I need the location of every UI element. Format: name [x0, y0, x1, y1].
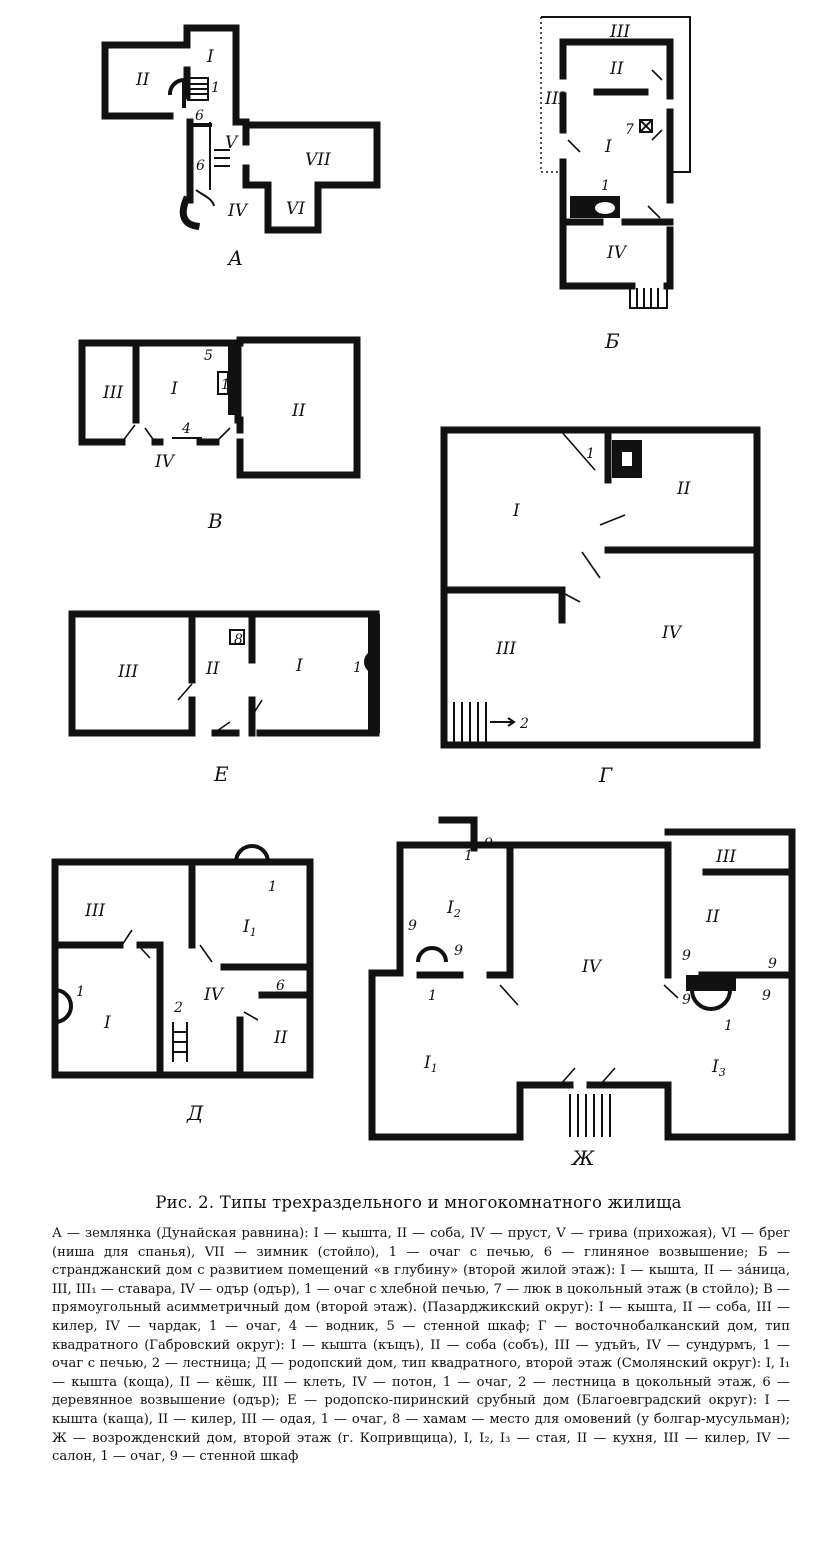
plan-a-room-v: V [225, 133, 239, 153]
plan-g-label: Г [598, 763, 613, 787]
plan-d-room-iii: III [84, 901, 105, 921]
plan-v-mark-5: 5 [204, 348, 213, 364]
plan-zh-room-i1: I1 [423, 1053, 438, 1075]
plan-v-mark-4: 4 [181, 421, 191, 437]
plan-zh-mark-9b: 9 [408, 918, 417, 934]
plan-a-room-iv: IV [227, 201, 249, 221]
plan-e: III 8 II I 1 Е [68, 610, 380, 786]
plan-zh-mark-9a: 9 [484, 836, 493, 852]
plan-d-mark-6: 6 [276, 978, 285, 994]
plan-b-room-iv: IV [606, 243, 628, 263]
plan-g-room-iii: III [495, 639, 516, 659]
plan-zh-mark-9f: 9 [682, 992, 691, 1008]
plan-d-room-i: I [103, 1013, 111, 1033]
plan-zh-room-i3: I3 [711, 1057, 726, 1079]
plan-b-room-ii: II [609, 59, 624, 79]
plan-v: III 5 I 1 II 4 IV В [78, 336, 361, 533]
plan-zh-mark-1a: 1 [464, 848, 473, 864]
plan-zh-label: Ж [570, 1146, 595, 1170]
plan-d-mark-1b: 1 [76, 984, 85, 1000]
plan-a-room-i: I [206, 47, 214, 67]
plan-b: III II III 7 I 1 IV Б [540, 16, 691, 353]
figure-description: А — землянка (Дунайская равнина): I — кы… [52, 1225, 790, 1467]
plan-g-room-i: I [512, 501, 520, 521]
plan-b-mark-1: 1 [601, 178, 610, 194]
plan-b-label: Б [604, 329, 620, 353]
plan-d-room-iv: IV [203, 985, 225, 1005]
plan-d-mark-2: 2 [173, 1000, 183, 1016]
plan-zh-room-iv: IV [581, 957, 603, 977]
plan-e-room-ii: II [205, 659, 220, 679]
plan-v-room-iii: III [102, 383, 123, 403]
plan-e-room-i: I [295, 656, 303, 676]
plan-d-room-i1: I1 [242, 917, 257, 939]
plan-v-room-iv: IV [154, 452, 176, 472]
plan-g-mark-1: 1 [586, 446, 595, 462]
plan-zh-room-ii: II [705, 907, 720, 927]
plan-v-room-ii: II [291, 401, 306, 421]
plan-e-label: Е [213, 762, 229, 786]
plan-g: I 1 II III IV 2 Г [440, 426, 761, 787]
plan-zh-mark-9d: 9 [682, 948, 691, 964]
plan-a-mark-1: 1 [211, 80, 220, 96]
plan-v-mark-1: 1 [221, 377, 230, 393]
plan-zh-mark-1b: 1 [428, 988, 437, 1004]
plan-a-mark-6b: 6 [196, 158, 205, 174]
plan-g-room-ii: II [676, 479, 691, 499]
plan-a-mark-6a: 6 [195, 108, 204, 124]
plan-zh: I2 9 1 9 9 1 I1 IV III II 9 9 9 9 1 I3 Ж [368, 816, 796, 1170]
plan-zh-mark-1c: 1 [724, 1018, 733, 1034]
plan-d-label: Д [186, 1101, 204, 1125]
plan-a-room-ii: II [135, 70, 150, 90]
plan-e-room-iii: III [117, 662, 138, 682]
plan-e-mark-8: 8 [234, 632, 243, 648]
plan-v-label: В [207, 509, 223, 533]
plan-e-mark-1: 1 [353, 660, 362, 676]
plan-a-label: А [226, 246, 243, 270]
plan-zh-room-iii: III [715, 847, 736, 867]
plan-zh-mark-9c: 9 [454, 943, 463, 959]
plan-a-room-vi: VI [286, 199, 305, 219]
plan-zh-mark-9g: 9 [762, 988, 771, 1004]
floor-plans-figure: I II 1 6 6 V VII VI IV А III II III 7 I [51, 16, 796, 1170]
plan-b-room-i: I [604, 137, 612, 157]
plan-d-mark-1a: 1 [268, 879, 277, 895]
plan-b-room-iii-side: III [544, 89, 565, 109]
plan-v-room-i: I [170, 379, 178, 399]
plan-b-mark-7: 7 [625, 122, 634, 138]
plan-g-mark-2: 2 [519, 716, 529, 732]
plan-zh-mark-9e: 9 [768, 956, 777, 972]
plan-d-room-ii: II [273, 1028, 288, 1048]
plan-a: I II 1 6 6 V VII VI IV А [101, 24, 381, 270]
plan-d: III 1 I1 1 I IV 2 6 II Д [51, 844, 314, 1125]
figure-description-text: А — землянка (Дунайская равнина): I — кы… [52, 1226, 790, 1465]
plan-b-room-iii-top: III [609, 22, 630, 42]
plan-a-room-vii: VII [305, 150, 331, 170]
plan-zh-room-i2: I2 [446, 898, 461, 920]
figure-title: Рис. 2. Типы трехраздельного и многокомн… [155, 1193, 682, 1212]
plan-g-room-iv: IV [661, 623, 683, 643]
